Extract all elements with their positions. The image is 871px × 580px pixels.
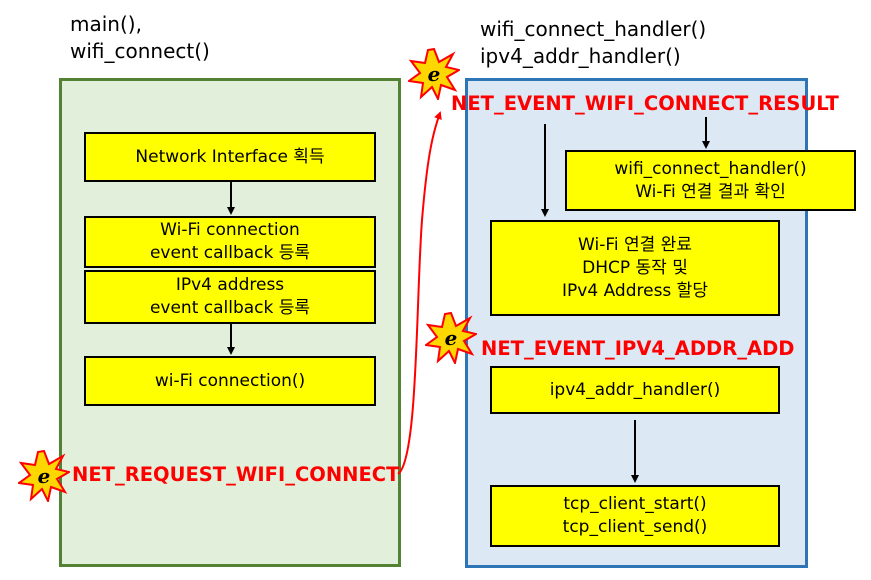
wifi-connected-line2: DHCP 동작 및 xyxy=(582,257,688,278)
tcp-client-line2: tcp_client_send() xyxy=(562,517,708,537)
wifi-connect-handler-line1: wifi_connect_handler() xyxy=(614,158,807,179)
event-badge-letter: e xyxy=(445,326,458,350)
wifi-connect-handler-line2: Wi-Fi 연결 결과 확인 xyxy=(635,181,786,202)
event-wifi-connect-result: NET_EVENT_WIFI_CONNECT_RESULT xyxy=(451,92,839,115)
ipv4-addr-handler-box: ipv4_addr_handler() xyxy=(490,366,780,414)
left-title-line2: wifi_connect() xyxy=(70,39,210,63)
event-ipv4-addr-add: NET_EVENT_IPV4_ADDR_ADD xyxy=(481,337,795,360)
event-burst-icon-result: e xyxy=(408,48,460,100)
ipv4-callback-line1: IPv4 address xyxy=(175,275,285,295)
left-title-line1: main(), xyxy=(70,12,142,36)
ipv4-addr-handler-text: ipv4_addr_handler() xyxy=(549,379,721,400)
ipv4-callback-line2: event callback 등록 xyxy=(149,298,311,318)
wifi-callback-register-box: Wi-Fi connection event callback 등록 xyxy=(84,216,376,268)
event-badge-letter: e xyxy=(38,464,51,488)
wifi-connection-text: wi-Fi connection() xyxy=(154,370,306,391)
wifi-connect-handler-box: wifi_connect_handler() Wi-Fi 연결 결과 확인 xyxy=(565,150,856,211)
get-network-interface-box: Network Interface 획득 xyxy=(84,132,376,182)
ipv4-callback-register-box: IPv4 address event callback 등록 xyxy=(84,270,376,324)
wifi-connected-line3: IPv4 Address 할당 xyxy=(562,280,708,301)
wifi-callback-line2: event callback 등록 xyxy=(149,243,311,263)
get-network-interface-text: Network Interface 획득 xyxy=(135,146,325,167)
wifi-connected-box: Wi-Fi 연결 완료 DHCP 동작 및 IPv4 Address 할당 xyxy=(490,220,780,316)
event-badge-letter: e xyxy=(428,62,441,86)
tcp-client-line1: tcp_client_start() xyxy=(563,494,707,514)
arrow-request-to-result xyxy=(397,111,442,475)
wifi-callback-line1: Wi-Fi connection xyxy=(160,220,300,240)
tcp-client-box: tcp_client_start() tcp_client_send() xyxy=(490,485,780,547)
right-title-line1: wifi_connect_handler() xyxy=(480,17,707,41)
wifi-connection-box: wi-Fi connection() xyxy=(84,356,376,406)
event-request-wifi-connect: NET_REQUEST_WIFI_CONNECT xyxy=(72,463,400,486)
event-burst-icon-ipv4: e xyxy=(425,312,477,364)
event-burst-icon-request: e xyxy=(18,450,70,502)
wifi-connected-line1: Wi-Fi 연결 완료 xyxy=(578,234,692,255)
right-title-line2: ipv4_addr_handler() xyxy=(480,44,681,68)
